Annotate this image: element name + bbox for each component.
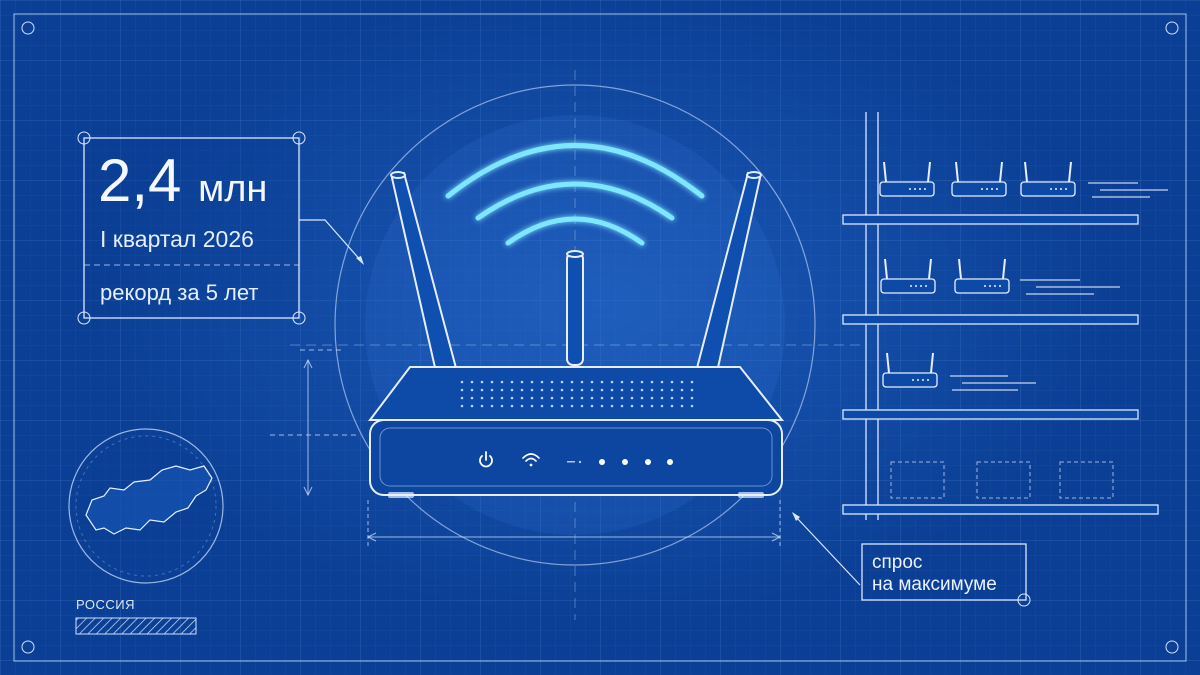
stat-number: 2,4 [98, 147, 182, 214]
demand-leader-line [795, 516, 861, 586]
box-corner [77, 131, 91, 145]
empty-slots [890, 461, 1114, 499]
corner-mark [21, 21, 35, 35]
leader-arrow [792, 512, 800, 521]
region-hatched-bar [75, 617, 197, 635]
stat-box [83, 137, 300, 319]
demand-line-1: спрос [872, 552, 923, 573]
demand-line-2: на максимуме [872, 574, 997, 595]
power-icon [479, 451, 493, 468]
wifi-icon [522, 453, 540, 467]
box-corner [292, 311, 306, 325]
outer-border [13, 13, 1187, 662]
demand-box [861, 543, 1027, 601]
leader-arrow [356, 256, 364, 265]
corner-mark [21, 640, 35, 654]
box-corner [77, 311, 91, 325]
stat-note: рекорд за 5 лет [100, 280, 259, 305]
stat-period: I квартал 2026 [100, 226, 254, 252]
russia-map-icon [68, 428, 224, 584]
stat-leader-line [299, 219, 363, 263]
region-label: РОССИЯ [76, 597, 136, 612]
motion-lines [950, 182, 1168, 391]
shelf-routers [879, 161, 1076, 388]
status-leds [567, 459, 673, 465]
shelving-unit [842, 112, 1159, 520]
demand-label: спрос на максимуме [872, 552, 997, 596]
wifi-signal-icon [445, 143, 705, 246]
corner-mark [1165, 21, 1179, 35]
corner-mark [1165, 640, 1179, 654]
stat-value: 2,4 млн [98, 146, 267, 224]
router-icon [367, 171, 785, 498]
vent-grid [460, 380, 694, 408]
dimension-lines [270, 349, 782, 548]
stat-unit: млн [198, 168, 268, 210]
box-corner [292, 131, 306, 145]
guide-circle [334, 84, 816, 566]
box-corner [1017, 593, 1031, 607]
